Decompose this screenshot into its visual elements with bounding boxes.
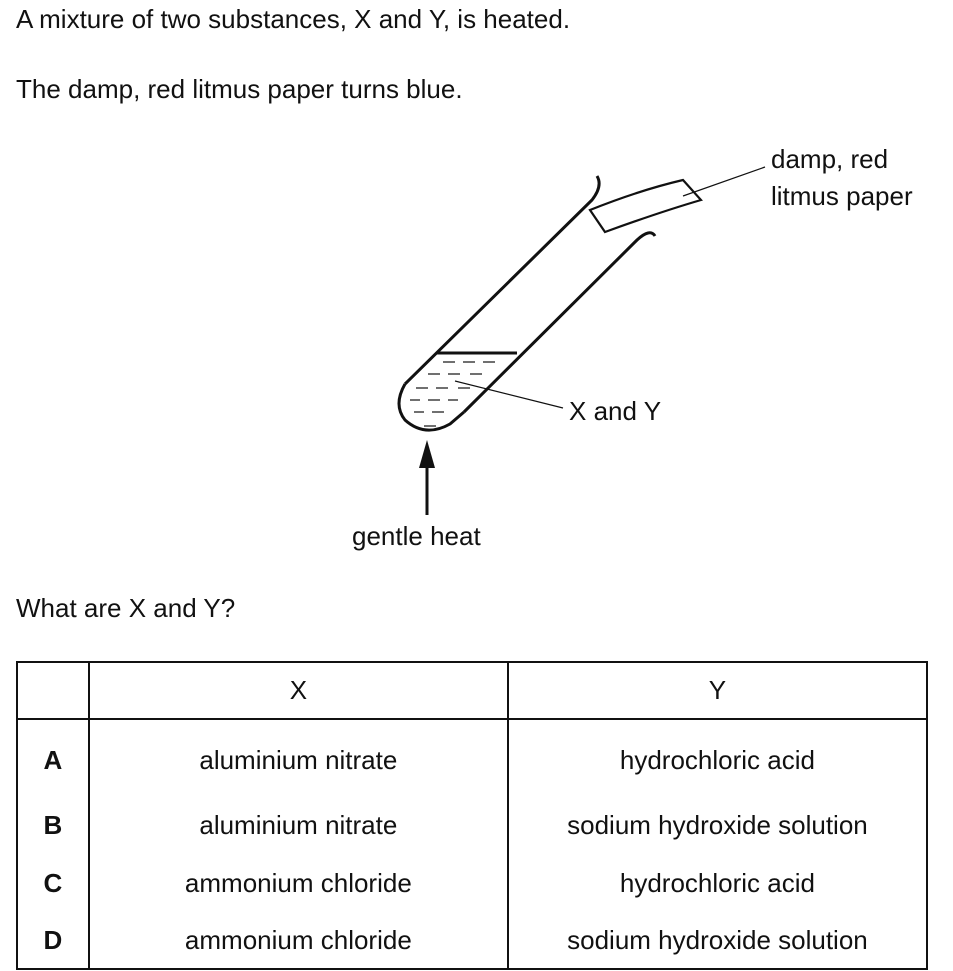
answer-options-table: X Y A aluminium nitrate hydrochloric aci… xyxy=(16,661,929,970)
option-row-a[interactable]: A aluminium nitrate hydrochloric acid xyxy=(16,719,929,796)
option-letter: A xyxy=(16,719,90,796)
observation-text: The damp, red litmus paper turns blue. xyxy=(16,74,463,104)
test-tube-upper-wall xyxy=(403,175,601,386)
option-letter: D xyxy=(16,912,90,970)
option-y: sodium hydroxide solution xyxy=(506,796,929,854)
question-prompt: What are X and Y? xyxy=(16,593,236,623)
litmus-paper xyxy=(588,178,703,234)
option-row-b[interactable]: B aluminium nitrate sodium hydroxide sol… xyxy=(16,796,929,854)
option-y: sodium hydroxide solution xyxy=(506,912,929,970)
table-header-row: X Y xyxy=(16,661,929,720)
mixture-hatching xyxy=(410,361,495,427)
option-row-d[interactable]: D ammonium chloride sodium hydroxide sol… xyxy=(16,912,929,970)
question-intro: A mixture of two substances, X and Y, is… xyxy=(16,4,571,34)
litmus-leader-line xyxy=(682,166,766,197)
test-tube-bottom xyxy=(397,383,465,432)
option-y: hydrochloric acid xyxy=(506,854,929,912)
option-x: ammonium chloride xyxy=(87,854,509,912)
litmus-label-line1: damp, red xyxy=(771,144,888,174)
option-row-c[interactable]: C ammonium chloride hydrochloric acid xyxy=(16,854,929,912)
option-letter: C xyxy=(16,854,90,912)
heat-label: gentle heat xyxy=(352,521,481,551)
option-x: aluminium nitrate xyxy=(87,719,509,796)
test-tube-lower-wall xyxy=(462,231,657,414)
header-y: Y xyxy=(506,661,929,720)
mixture-leader-line xyxy=(454,380,564,409)
option-x: aluminium nitrate xyxy=(87,796,509,854)
option-y: hydrochloric acid xyxy=(506,719,929,796)
test-tube-diagram: damp, red litmus paper X and Y gentle he… xyxy=(352,144,913,551)
option-x: ammonium chloride xyxy=(87,912,509,970)
header-x: X xyxy=(87,661,509,720)
header-letter xyxy=(16,661,90,720)
heat-arrow-head xyxy=(419,440,435,468)
litmus-label-line2: litmus paper xyxy=(771,181,913,211)
option-letter: B xyxy=(16,796,90,854)
mixture-label: X and Y xyxy=(569,396,661,426)
